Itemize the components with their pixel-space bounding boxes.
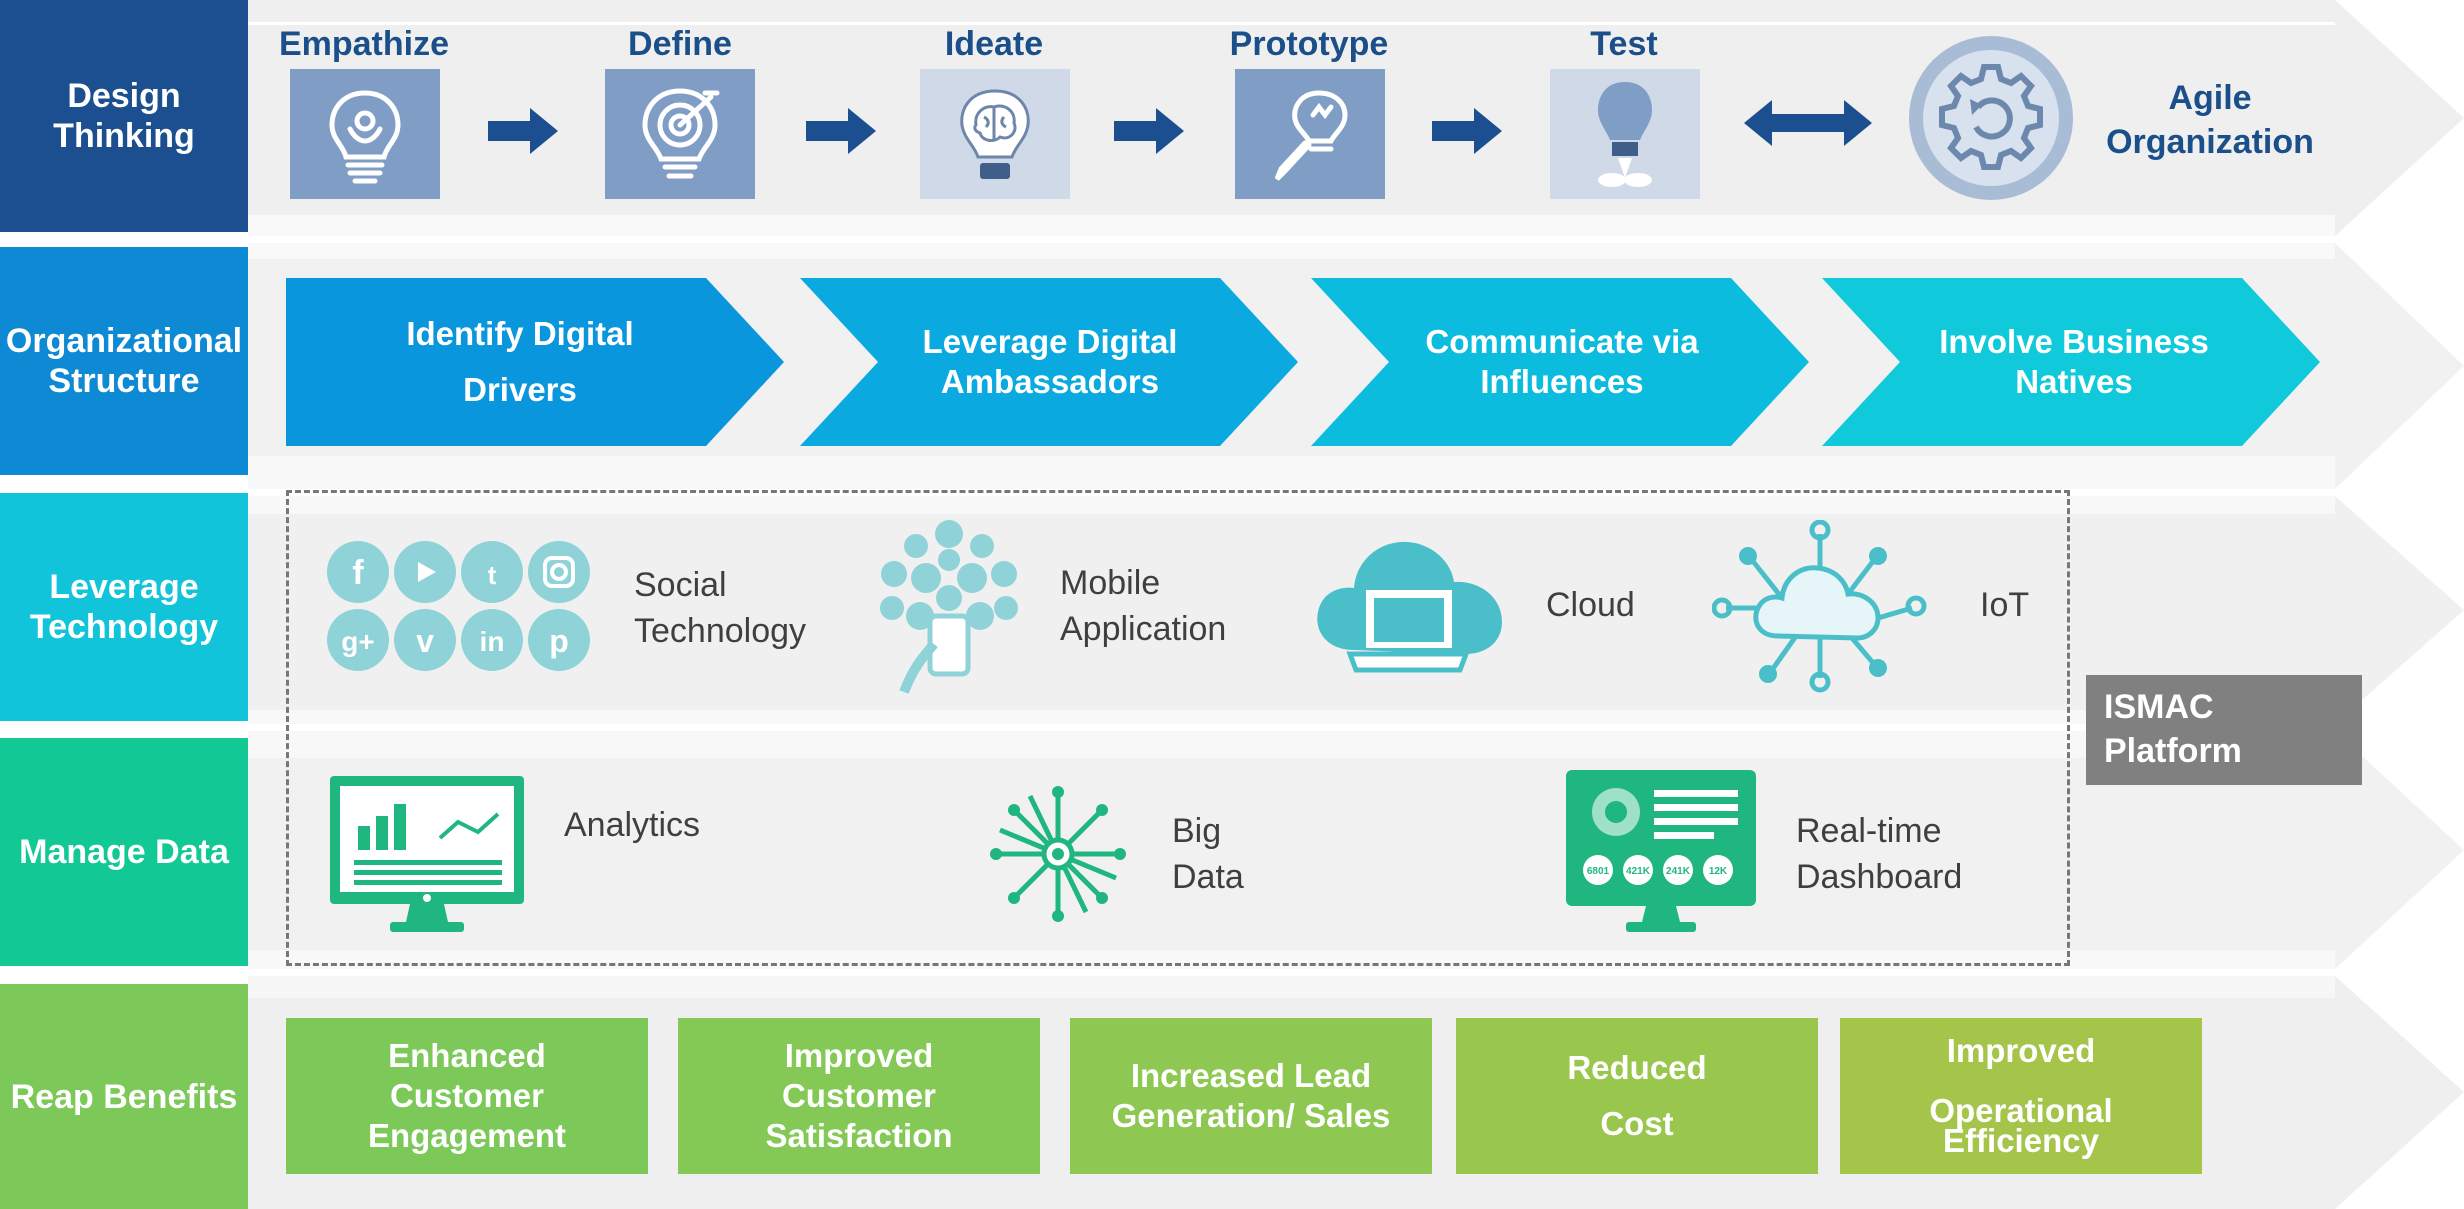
svg-text:p: p <box>549 623 569 659</box>
double-arrow-icon <box>1744 100 1872 146</box>
lightbulb-hand-icon <box>290 69 440 199</box>
svg-text:t: t <box>488 560 497 590</box>
step-title-define: Define <box>628 25 732 63</box>
benefit-increased-lead-generation: Increased Lead Generation/ Sales <box>1070 1018 1432 1174</box>
mobile-app-icon <box>880 520 1018 694</box>
tech-label-social-technology: Social Technology <box>634 566 807 650</box>
ismac-platform-badge: ISMAC Platform <box>2086 675 2362 785</box>
arrow-right-icon <box>488 108 558 154</box>
org-step-communicate-via-influences: Communicate via Influences <box>1425 323 1699 400</box>
svg-text:g+: g+ <box>341 626 374 657</box>
svg-text:f: f <box>352 554 364 592</box>
dashboard-monitor-icon: 6801 421K 241K 12K <box>1566 770 1756 932</box>
step-title-test: Test <box>1590 25 1658 63</box>
row-label-design-thinking: Design Thinking <box>0 0 248 232</box>
bulb-target-icon <box>605 69 755 199</box>
arrow-right-icon <box>806 108 876 154</box>
step-title-ideate: Ideate <box>944 25 1044 63</box>
tech-label-cloud: Cloud <box>1546 586 1635 624</box>
org-step-involve-business-natives: Involve Business Natives <box>1939 323 2209 400</box>
iot-cloud-icon <box>1712 520 1927 693</box>
brain-bulb-icon <box>920 69 1070 199</box>
benefit-improved-customer-satisfaction: Improved Customer Satisfaction <box>678 1018 1040 1174</box>
arrow-right-icon <box>1114 108 1184 154</box>
row-label-manage-data: Manage Data <box>0 738 248 966</box>
dashboard-stat-4: 12K <box>1709 866 1728 877</box>
data-label-analytics: Analytics <box>564 806 701 844</box>
arrow-right-icon <box>1432 108 1502 154</box>
analytics-monitor-icon <box>330 776 524 932</box>
ismac-dashed-frame <box>286 490 2070 966</box>
tech-label-mobile-application: Mobile Application <box>1060 564 1227 648</box>
org-step-identify-digital-drivers: Identify Digital Drivers <box>406 315 634 408</box>
dashboard-stat-3: 241K <box>1666 866 1691 877</box>
svg-text:in: in <box>480 626 505 657</box>
cloud-laptop-icon <box>1317 541 1502 673</box>
pen-bulb-icon <box>1235 69 1385 199</box>
benefit-improved-operational-efficiency: Improved Operational Efficiency <box>1840 1018 2202 1174</box>
org-chevrons <box>286 278 2320 446</box>
row-label-leverage-technology: Leverage Technology <box>0 493 248 721</box>
agile-organization-label: Agile Organization <box>2106 79 2314 161</box>
rocket-bulb-icon <box>1550 69 1700 199</box>
step-title-prototype: Prototype <box>1229 25 1389 63</box>
benefit-reduced-cost: Reduced Cost <box>1456 1018 1818 1174</box>
dashboard-stat-1: 6801 <box>1587 866 1610 877</box>
social-media-icon: f t g+ v in p <box>327 541 590 671</box>
gear-cycle-icon <box>1909 36 2073 200</box>
benefit-enhanced-customer-engagement: Enhanced Customer Engagement <box>286 1018 648 1174</box>
org-step-leverage-digital-ambassadors: Leverage Digital Ambassadors <box>922 323 1178 400</box>
row-label-organizational-structure: Organizational Structure <box>0 247 248 475</box>
tech-label-iot: IoT <box>1980 586 2030 624</box>
dashboard-stat-2: 421K <box>1626 866 1651 877</box>
svg-text:v: v <box>416 623 434 659</box>
network-node-icon <box>990 786 1126 922</box>
row-label-reap-benefits: Reap Benefits <box>0 984 248 1209</box>
data-label-big-data: Big Data <box>1172 812 1244 896</box>
step-title-empathize: Empathize <box>278 25 450 63</box>
data-label-real-time-dashboard: Real-time Dashboard <box>1796 812 1963 896</box>
